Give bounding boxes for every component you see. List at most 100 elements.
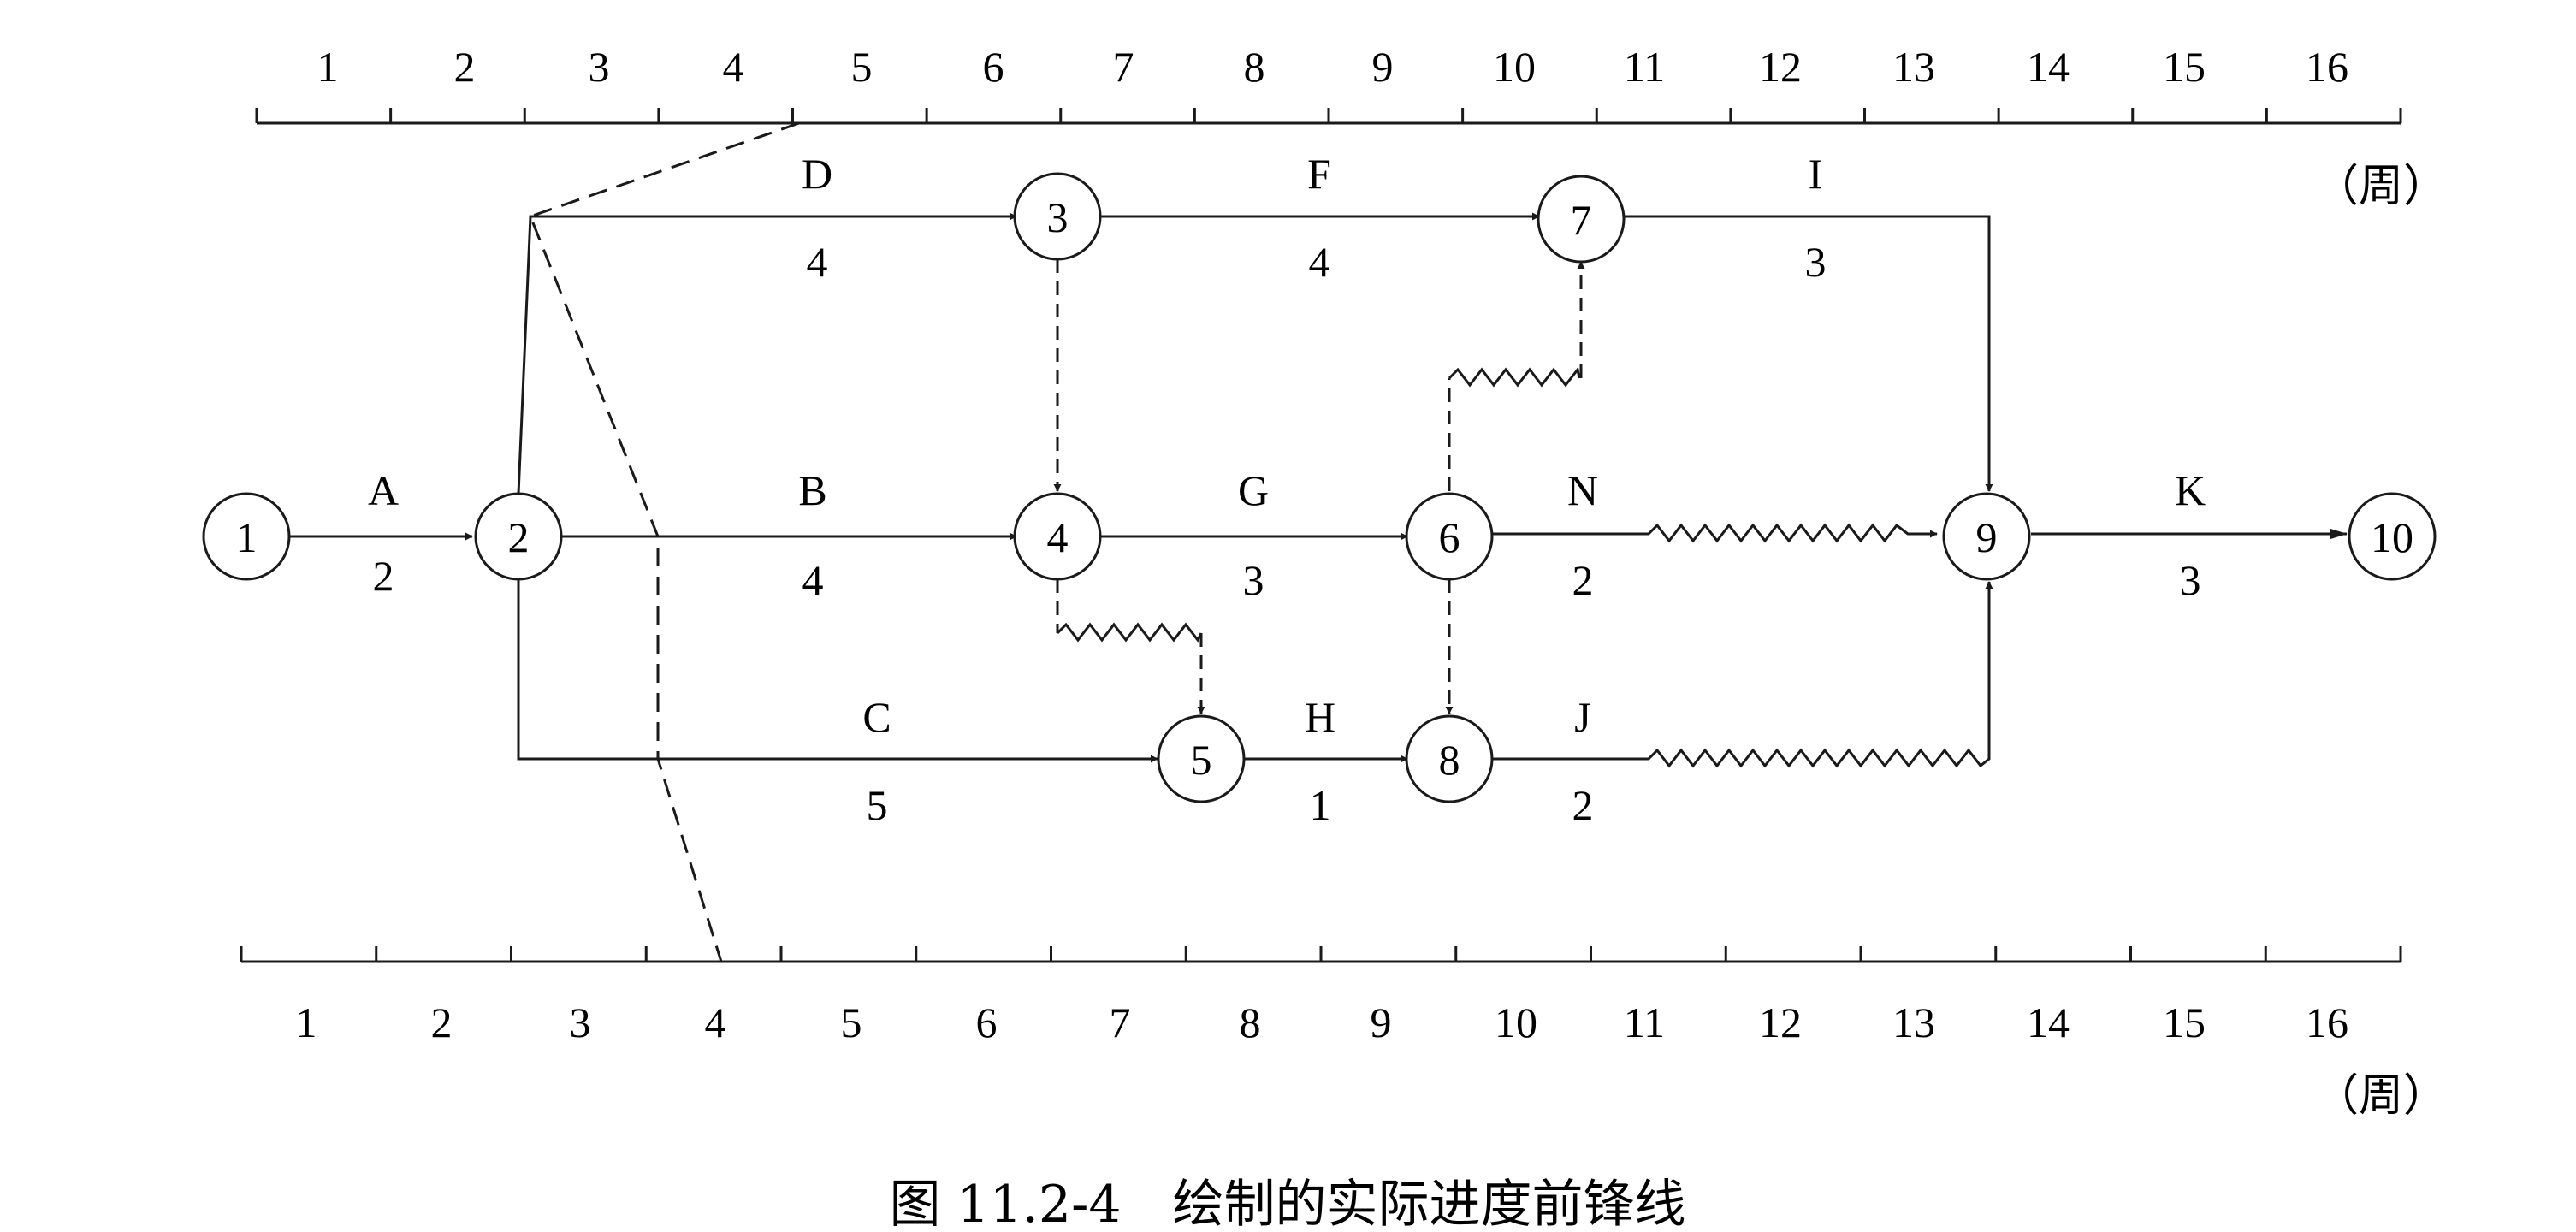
activity-duration-j: 2 xyxy=(1572,781,1594,829)
dummy-activities xyxy=(1053,259,1585,714)
top-tick-label: 8 xyxy=(1244,43,1265,91)
top-tick-label: 4 xyxy=(723,43,744,91)
dummy-arrow-4-5-wavy xyxy=(1056,622,1203,643)
node-circle xyxy=(474,492,563,581)
node-circle xyxy=(1405,714,1494,803)
bottom-tick-label: 8 xyxy=(1240,998,1261,1046)
node-circle xyxy=(1013,492,1102,581)
node-7: 7 xyxy=(1537,175,1626,264)
activity-name-a: A xyxy=(368,466,399,514)
activity-arrows xyxy=(289,212,2348,768)
top-tick-label: 5 xyxy=(851,43,873,91)
node-2: 2 xyxy=(474,492,563,581)
node-label: 1 xyxy=(236,513,258,561)
activity-duration-h: 1 xyxy=(1310,781,1331,829)
bottom-tick-label: 11 xyxy=(1624,998,1665,1046)
node-4: 4 xyxy=(1013,492,1102,581)
top-tick-label: 3 xyxy=(589,43,610,91)
bottom-tick-label: 15 xyxy=(2163,998,2206,1046)
node-label: 3 xyxy=(1047,193,1069,241)
bottom-tick-label: 10 xyxy=(1495,998,1537,1046)
activity-duration-b: 4 xyxy=(802,556,824,604)
top-tick-label: 15 xyxy=(2163,43,2206,91)
top-timescale-labels: 1 2 3 4 5 6 7 8 9 10 11 12 13 14 15 16 xyxy=(317,43,2349,91)
activity-arrow-i xyxy=(1623,215,1993,492)
activity-duration-c: 5 xyxy=(867,781,888,829)
activity-duration-d: 4 xyxy=(807,238,828,286)
bottom-tick-label: 9 xyxy=(1371,998,1392,1046)
activity-name-h: H xyxy=(1305,693,1335,741)
node-label: 5 xyxy=(1191,736,1212,784)
bottom-tick-label: 5 xyxy=(841,998,862,1046)
dummy-arrow-6-7-wavy xyxy=(1448,366,1581,388)
node-label: 8 xyxy=(1439,736,1460,784)
top-unit-label: （周） xyxy=(2314,161,2448,212)
top-tick-label: 12 xyxy=(1759,43,1802,91)
bottom-tick-label: 4 xyxy=(705,998,726,1046)
activity-name-i: I xyxy=(1809,150,1823,198)
node-label: 10 xyxy=(2371,513,2413,561)
top-tick-label: 11 xyxy=(1624,43,1665,91)
bottom-timescale: 1 2 3 4 5 6 7 8 9 10 11 12 13 14 15 16 （… xyxy=(240,946,2448,1122)
node-label: 6 xyxy=(1439,513,1460,561)
node-8: 8 xyxy=(1405,714,1494,803)
top-tick-label: 10 xyxy=(1493,43,1536,91)
network-nodes: 1 2 3 4 5 6 7 8 xyxy=(202,172,2437,803)
node-10: 10 xyxy=(2348,492,2437,581)
activity-arrow-j-wavy xyxy=(1647,581,1993,768)
bottom-tick-label: 16 xyxy=(2306,998,2348,1046)
top-timescale-ticks xyxy=(255,108,2402,123)
bottom-timescale-ticks xyxy=(240,946,2402,962)
top-tick-label: 9 xyxy=(1372,43,1394,91)
activity-duration-a: 2 xyxy=(373,552,394,600)
activity-arrow-d xyxy=(517,212,1017,495)
activity-name-b: B xyxy=(798,466,826,514)
node-circle xyxy=(2348,492,2437,581)
node-6: 6 xyxy=(1405,492,1494,581)
figure-caption: 图 11.2-4 绘制的实际进度前锋线 xyxy=(889,1175,1685,1232)
activity-labels: A 2 B 4 C 5 D 4 F 4 G 3 H 1 I 3 N 2 J 2 … xyxy=(368,150,2206,829)
node-circle xyxy=(1942,492,2031,581)
activity-duration-k: 3 xyxy=(2180,556,2201,604)
node-label: 2 xyxy=(508,513,530,561)
node-1: 1 xyxy=(202,492,291,581)
bottom-timescale-labels: 1 2 3 4 5 6 7 8 9 10 11 12 13 14 15 16 xyxy=(296,998,2349,1046)
top-timescale: 1 2 3 4 5 6 7 8 9 10 11 12 13 14 15 16 （… xyxy=(255,43,2448,212)
bottom-tick-label: 13 xyxy=(1892,998,1935,1046)
top-tick-label: 14 xyxy=(2027,43,2070,91)
activity-duration-g: 3 xyxy=(1243,556,1264,604)
bottom-tick-label: 1 xyxy=(296,998,317,1046)
bottom-tick-label: 6 xyxy=(976,998,998,1046)
node-3: 3 xyxy=(1013,172,1102,261)
activity-name-f: F xyxy=(1307,150,1331,198)
activity-name-n: N xyxy=(1567,466,1598,514)
activity-name-c: C xyxy=(862,693,891,741)
node-5: 5 xyxy=(1157,714,1246,803)
top-tick-label: 7 xyxy=(1113,43,1134,91)
activity-arrow-c xyxy=(517,579,1158,763)
top-tick-label: 6 xyxy=(983,43,1004,91)
node-label: 7 xyxy=(1571,196,1592,244)
top-tick-label: 1 xyxy=(317,43,339,91)
activity-duration-n: 2 xyxy=(1572,556,1594,604)
bottom-tick-label: 2 xyxy=(431,998,453,1046)
activity-duration-f: 4 xyxy=(1309,238,1330,286)
top-tick-label: 16 xyxy=(2306,43,2348,91)
node-circle xyxy=(1013,172,1102,261)
node-9: 9 xyxy=(1942,492,2031,581)
activity-name-d: D xyxy=(802,150,832,198)
activity-name-j: J xyxy=(1574,693,1590,741)
node-circle xyxy=(1157,714,1246,803)
node-circle xyxy=(202,492,291,581)
node-label: 4 xyxy=(1047,513,1069,561)
top-tick-label: 2 xyxy=(454,43,476,91)
activity-arrow-n-wavy xyxy=(1647,523,1938,543)
activity-name-g: G xyxy=(1238,466,1269,514)
bottom-tick-label: 3 xyxy=(570,998,591,1046)
node-circle xyxy=(1405,492,1494,581)
bottom-tick-label: 14 xyxy=(2027,998,2070,1046)
bottom-tick-label: 7 xyxy=(1110,998,1131,1046)
node-circle xyxy=(1537,175,1626,264)
progress-front-line xyxy=(529,121,800,962)
